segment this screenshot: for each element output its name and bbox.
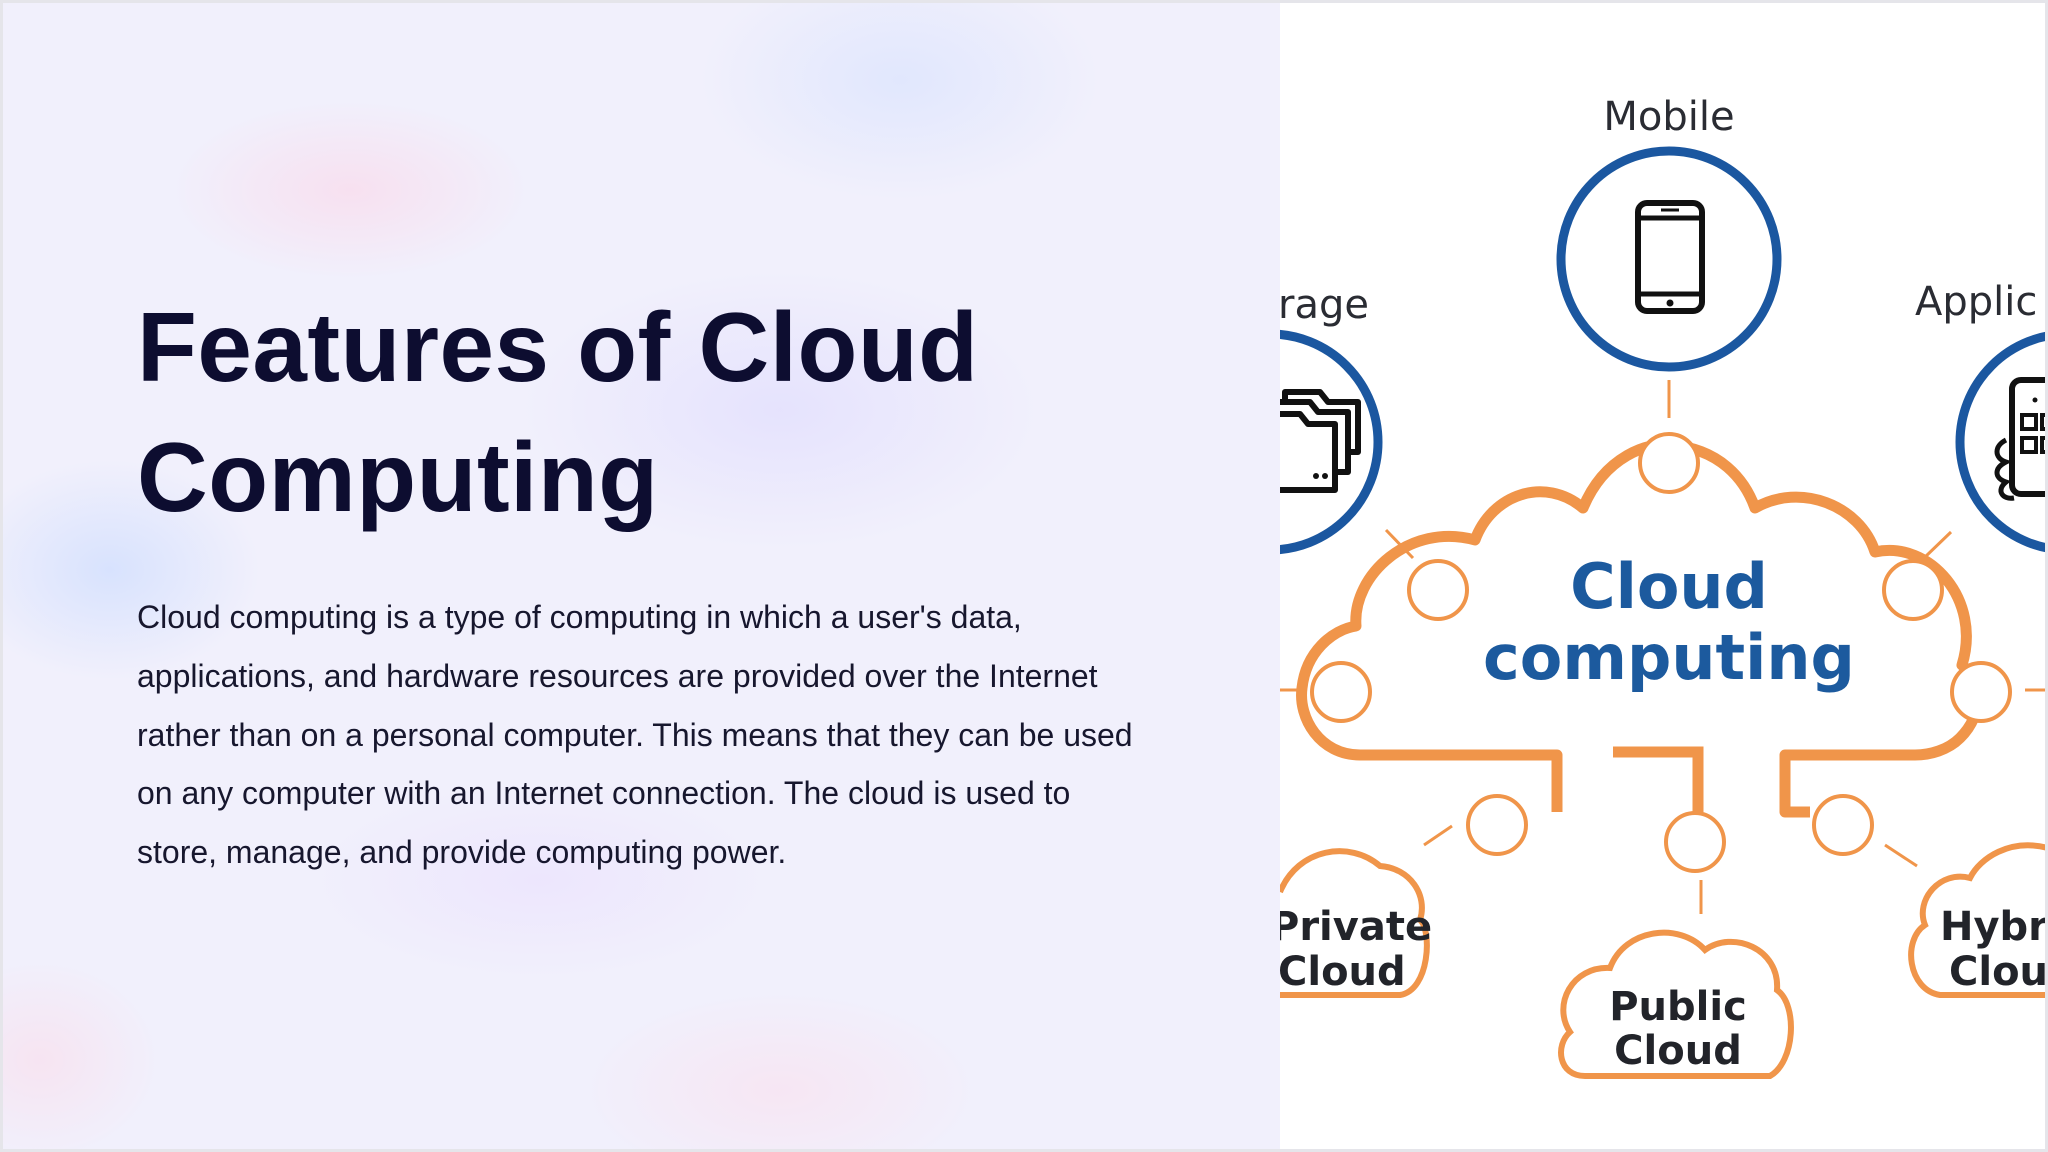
private-cloud-label-line2: Cloud (1280, 949, 1406, 995)
connector-circle-mobile (1638, 432, 1700, 494)
hybrid-cloud-label-line2: Clou (1949, 949, 2048, 995)
connector-application (1922, 530, 1953, 560)
public-cloud-label-line1: Public (1609, 984, 1747, 1030)
slide-body-text: Cloud computing is a type of computing i… (137, 599, 1133, 871)
connector-circles (1310, 432, 2012, 873)
connector-private (1423, 824, 1453, 847)
slide-title: Features of Cloud Computing (137, 292, 979, 532)
connector-circle-left (1310, 661, 1372, 723)
connector-circle-application (1882, 559, 1944, 621)
storage-label: rage (1280, 282, 1369, 328)
connector-circle-right (1950, 661, 2012, 723)
hybrid-cloud-label-line1: Hybri (1940, 904, 2048, 950)
text-panel: Features of Cloud Computing Cloud comput… (0, 0, 1280, 1152)
connector-circle-hybrid (1812, 794, 1874, 856)
connector-circle-storage (1407, 559, 1469, 621)
connector-hybrid (1884, 843, 1918, 868)
connector-circle-public (1664, 811, 1726, 873)
application-label: Applic (1915, 279, 2037, 325)
mobile-node-ring (1556, 146, 1782, 372)
smartphone-icon (1635, 200, 1705, 314)
connector-circle-private (1466, 794, 1528, 856)
private-cloud-label-line1: Private (1280, 904, 1432, 950)
public-cloud-label-line2: Cloud (1614, 1028, 1742, 1074)
diagram-svg: Cloud computing Mobile rage Applic (1280, 94, 2048, 1079)
cloud-stem-center (1613, 746, 1704, 812)
center-label-line2: computing (1483, 621, 1855, 694)
private-cloud-outline (1280, 848, 1430, 998)
public-cloud-outline (1558, 929, 1794, 1079)
mobile-label: Mobile (1603, 94, 1734, 140)
center-label-line1: Cloud (1570, 550, 1768, 623)
connector-lines (1280, 380, 2048, 914)
hybrid-cloud-outline (1908, 842, 2048, 998)
folders-icon (1280, 389, 1361, 493)
cloud-computing-diagram: Cloud computing Mobile rage Applic (1280, 0, 2048, 1152)
